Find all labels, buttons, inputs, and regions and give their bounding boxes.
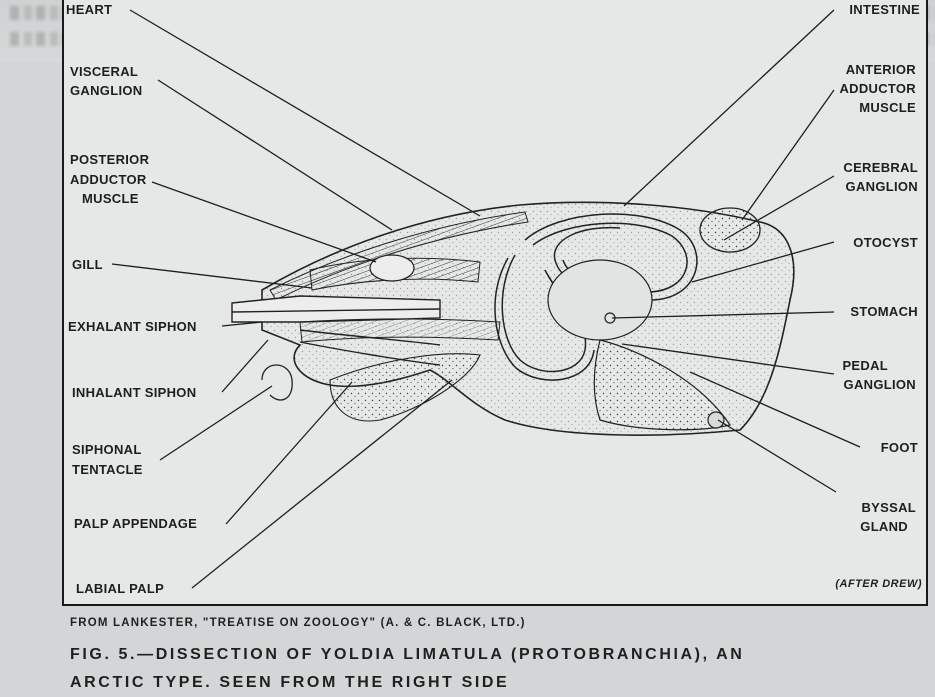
anterior-adductor-shape [699, 207, 761, 253]
figure-caption: FIG. 5.—DISSECTION OF YOLDIA LIMATULA (P… [70, 641, 920, 697]
label-visceral-ganglion-2: GANGLION [70, 83, 142, 98]
label-palp-appendage: PALP APPENDAGE [74, 516, 197, 531]
label-pedal-ganglion-2: GANGLION [844, 377, 916, 392]
label-visceral-ganglion: VISCERAL [70, 64, 138, 79]
label-posterior-adductor-2: ADDUCTOR [70, 172, 147, 187]
label-heart: HEART [66, 2, 112, 17]
stomach-shape [547, 259, 653, 341]
label-inhalant-siphon: INHALANT SIPHON [72, 385, 196, 400]
label-pedal-ganglion: PEDAL [842, 358, 888, 373]
label-foot: FOOT [881, 440, 918, 455]
label-exhalant-siphon: EXHALANT SIPHON [68, 319, 197, 334]
foot-shape [593, 339, 731, 431]
figure-credit: (AFTER DREW) [835, 578, 922, 590]
label-byssal-gland: BYSSAL [861, 500, 916, 515]
caption-line-1: FIG. 5.—DISSECTION OF YOLDIA LIMATULA (P… [70, 646, 745, 663]
figure-source: FROM LANKESTER, "TREATISE ON ZOOLOGY" (A… [70, 617, 526, 629]
label-cerebral-ganglion: CEREBRAL [843, 160, 918, 175]
label-labial-palp: LABIAL PALP [76, 581, 164, 596]
label-byssal-gland-2: GLAND [860, 519, 908, 534]
label-anterior-adductor: ANTERIOR [846, 62, 917, 77]
label-posterior-adductor: POSTERIOR [70, 152, 150, 167]
label-intestine: INTESTINE [849, 2, 920, 17]
label-posterior-adductor-3: MUSCLE [82, 191, 139, 206]
label-gill: GILL [72, 257, 103, 272]
caption-line-2: ARCTIC TYPE. SEEN FROM THE RIGHT SIDE [70, 674, 510, 691]
label-stomach: STOMACH [850, 304, 918, 319]
label-otocyst: OTOCYST [853, 235, 918, 250]
label-cerebral-ganglion-2: GANGLION [846, 179, 918, 194]
label-anterior-adductor-2: ADDUCTOR [839, 81, 916, 96]
leader-lines [111, 9, 861, 589]
label-siphonal-tentacle: SIPHONAL [72, 442, 142, 457]
posterior-adductor-shape [369, 254, 415, 282]
byssal-gland-shape [707, 411, 725, 429]
siphonal-tentacle-shape [261, 364, 293, 401]
label-siphonal-tentacle-2: TENTACLE [72, 462, 143, 477]
label-anterior-adductor-3: MUSCLE [859, 100, 916, 115]
labial-palp-shape [329, 353, 481, 422]
